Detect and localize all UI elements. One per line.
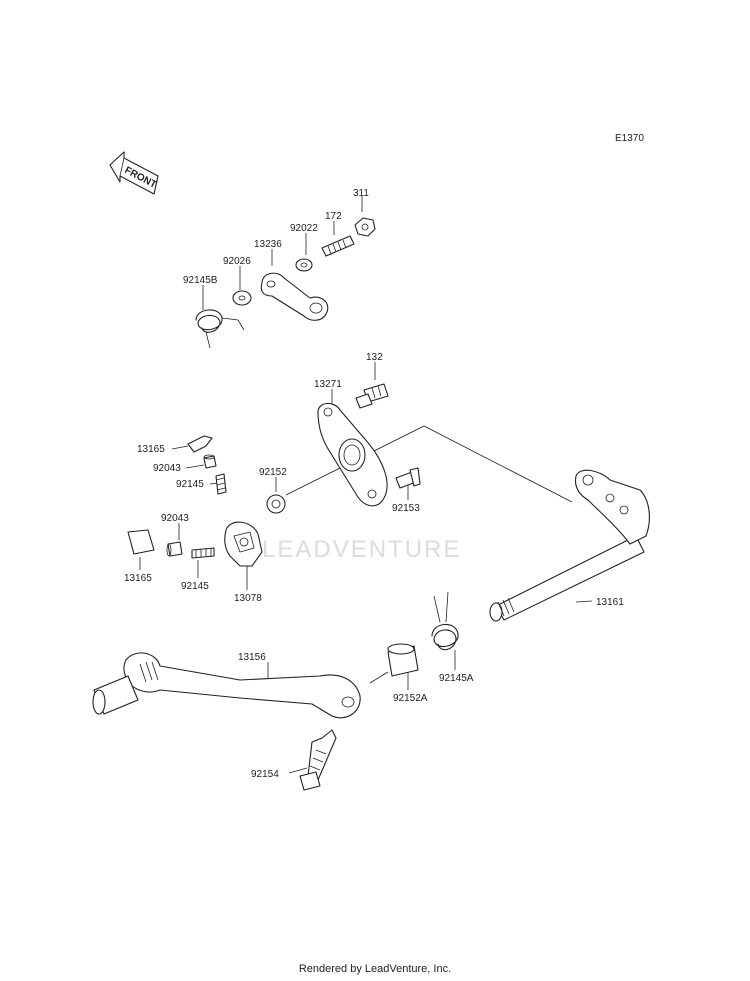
pawl-13165-lower xyxy=(127,529,155,555)
bolt-132 xyxy=(355,383,389,409)
label-92152: 92152 xyxy=(259,467,287,478)
label-92145-lower: 92145 xyxy=(181,581,209,592)
pin-92043-lower xyxy=(166,541,183,557)
cam-13078 xyxy=(224,521,263,567)
spring-92145-upper xyxy=(215,473,227,495)
label-92145-upper: 92145 xyxy=(176,479,204,490)
spring-92145-lower xyxy=(191,547,215,559)
label-132: 132 xyxy=(366,352,383,363)
label-13165-lower: 13165 xyxy=(124,573,152,584)
label-13236: 13236 xyxy=(254,239,282,250)
label-92022: 92022 xyxy=(290,223,318,234)
stud-172 xyxy=(321,235,355,257)
washer-92026 xyxy=(232,290,252,306)
pawl-13165-upper xyxy=(187,435,213,453)
spring-92145A xyxy=(431,591,459,651)
pin-92043-upper xyxy=(203,454,217,469)
label-13271: 13271 xyxy=(314,379,342,390)
washer-92022 xyxy=(295,258,313,272)
footer-credit: Rendered by LeadVenture, Inc. xyxy=(298,963,452,975)
label-13078: 13078 xyxy=(234,593,262,604)
front-arrow-icon: FRONT xyxy=(109,151,159,195)
pedal-13156 xyxy=(92,652,361,719)
spring-92145B xyxy=(195,309,245,349)
label-92043-lower: 92043 xyxy=(161,513,189,524)
label-13156: 13156 xyxy=(238,652,266,663)
label-92153: 92153 xyxy=(392,503,420,514)
label-92145B: 92145B xyxy=(183,275,218,286)
diagram-code: E1370 xyxy=(615,133,644,144)
label-92154: 92154 xyxy=(251,769,279,780)
watermark: LEADVENTURE xyxy=(236,533,461,563)
label-311: 311 xyxy=(353,188,369,199)
label-92145A: 92145A xyxy=(439,673,474,684)
label-92043-upper: 92043 xyxy=(153,463,181,474)
bolt-92153 xyxy=(395,467,421,489)
bolt-92154 xyxy=(299,729,337,791)
label-13165-upper: 13165 xyxy=(137,444,165,455)
collar-92152A xyxy=(387,643,419,677)
label-92026: 92026 xyxy=(223,256,251,267)
nut-311 xyxy=(354,217,376,237)
watermark-text: LEADVENTURE xyxy=(262,536,461,563)
shaft-13161 xyxy=(489,469,650,622)
label-13161: 13161 xyxy=(596,597,624,608)
washer-92152 xyxy=(266,494,286,514)
label-172: 172 xyxy=(325,211,342,222)
part-labels: 311 172 92022 13236 92026 92145B 132 132… xyxy=(124,188,624,780)
plate-13271 xyxy=(317,402,388,507)
label-92152A: 92152A xyxy=(393,693,428,704)
lever-13236 xyxy=(260,272,329,321)
